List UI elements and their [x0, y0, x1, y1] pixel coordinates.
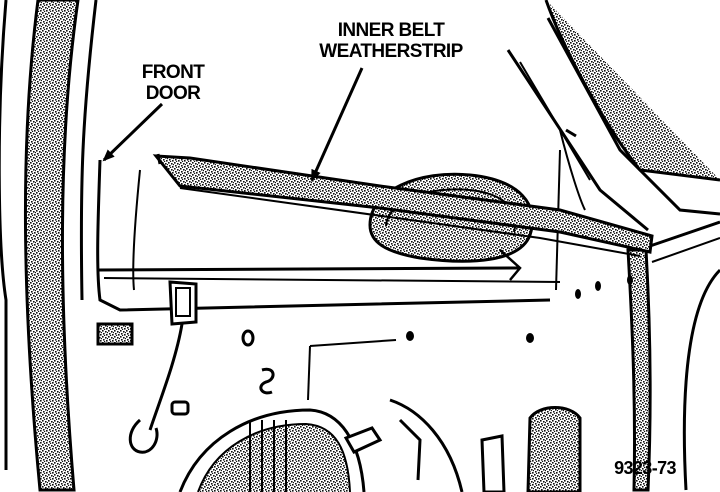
access-holes — [96, 275, 633, 416]
wire-connector — [128, 280, 198, 454]
figure-number: 9323-73 — [614, 458, 676, 478]
front-door-label-line1: FRONT — [141, 62, 205, 83]
body-pillar — [0, 0, 98, 492]
door-edge-seal — [626, 220, 720, 492]
front-door-label: FRONT DOOR — [118, 62, 228, 104]
lower-panel — [178, 398, 582, 492]
leader-front-door — [102, 102, 164, 162]
inner-belt-weatherstrip-label: INNER BELT WEATHERSTRIP — [296, 20, 486, 62]
inner-belt-weatherstrip[interactable] — [152, 153, 654, 257]
inner-belt-label-line2: WEATHERSTRIP — [319, 41, 463, 62]
leader-inner-belt — [310, 67, 364, 182]
inner-belt-label-line1: INNER BELT — [337, 20, 445, 41]
front-door-label-line2: DOOR — [145, 83, 201, 104]
door-outline — [96, 159, 561, 312]
window-channel — [506, 0, 720, 291]
